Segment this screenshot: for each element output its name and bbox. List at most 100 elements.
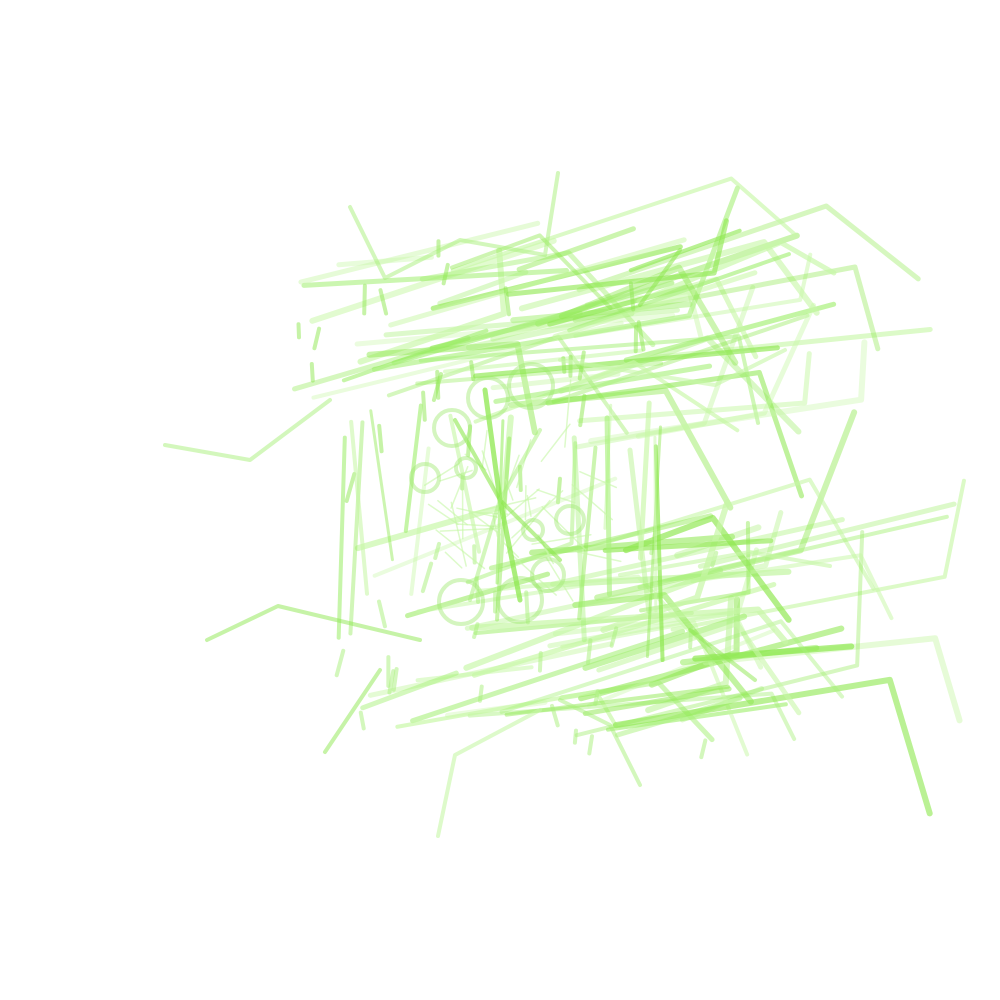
- outer-stroke: [618, 550, 832, 577]
- line-stroke: [309, 237, 557, 324]
- fine-stroke: [544, 555, 574, 602]
- line-stroke: [545, 370, 805, 499]
- line-stroke: [493, 363, 713, 404]
- line-stroke: [505, 218, 729, 297]
- line-stroke: [437, 269, 529, 306]
- ring-shape: [530, 557, 566, 593]
- line-stroke: [588, 339, 868, 445]
- line-stroke: [472, 345, 780, 379]
- tick-stroke: [585, 638, 593, 665]
- outer-stroke: [436, 708, 542, 838]
- line-stroke: [416, 583, 585, 614]
- fine-stroke: [427, 503, 459, 525]
- tick-stroke: [537, 651, 543, 673]
- line-stroke: [576, 203, 921, 293]
- line-stroke: [577, 351, 812, 424]
- connector-stroke: [637, 400, 652, 561]
- ring-shape: [454, 456, 478, 480]
- fine-stroke: [435, 529, 486, 570]
- ring-shape: [507, 362, 555, 410]
- fine-stroke: [450, 501, 467, 567]
- connector-stroke: [495, 436, 512, 622]
- line-stroke: [637, 514, 949, 590]
- fine-stroke: [503, 488, 540, 520]
- line-stroke: [587, 628, 776, 708]
- fine-stroke: [573, 550, 622, 563]
- line-stroke: [635, 302, 817, 439]
- fine-stroke: [423, 462, 461, 487]
- ring-shape: [554, 504, 586, 536]
- tick-stroke: [387, 669, 396, 695]
- outer-stroke: [205, 604, 422, 642]
- tick-stroke: [550, 703, 560, 728]
- line-stroke: [594, 409, 858, 601]
- line-stroke: [567, 252, 791, 333]
- connector-stroke: [409, 446, 431, 596]
- fine-stroke: [541, 506, 587, 551]
- line-stroke: [612, 676, 933, 817]
- line-stroke: [467, 691, 797, 741]
- line-stroke: [298, 220, 541, 285]
- tick-stroke: [517, 464, 523, 493]
- line-stroke: [575, 285, 756, 450]
- connector-stroke: [348, 420, 365, 636]
- connector-stroke: [336, 435, 347, 640]
- ring-shape: [466, 376, 510, 420]
- tick-stroke: [578, 393, 587, 428]
- fine-stroke: [450, 465, 469, 509]
- connector-stroke: [653, 444, 665, 663]
- ring-shape: [437, 578, 485, 626]
- tick-stroke: [593, 689, 600, 706]
- line-stroke: [464, 510, 784, 631]
- tick-stroke: [628, 281, 636, 312]
- tick-stroke: [572, 728, 578, 745]
- tick-stroke: [420, 561, 434, 594]
- fine-stroke: [444, 551, 463, 569]
- tick-stroke: [441, 262, 450, 286]
- line-stroke: [469, 606, 789, 645]
- line-stroke: [582, 613, 748, 671]
- outer-stroke: [323, 668, 382, 754]
- line-stroke: [292, 335, 471, 392]
- connector-stroke: [577, 445, 598, 621]
- outer-stroke: [558, 698, 642, 787]
- tick-stroke: [312, 326, 322, 351]
- line-stroke: [516, 226, 636, 272]
- connector-stroke: [369, 409, 394, 562]
- line-stroke: [508, 387, 734, 511]
- fine-stroke: [437, 499, 468, 526]
- outer-stroke: [688, 628, 757, 682]
- tick-stroke: [431, 371, 443, 403]
- connector-stroke: [645, 425, 662, 659]
- line-stroke: [471, 581, 777, 678]
- line-stroke: [636, 240, 837, 304]
- connector-stroke: [604, 415, 612, 597]
- line-stroke: [602, 538, 774, 553]
- tick-stroke: [699, 738, 708, 760]
- line-stroke: [488, 513, 714, 571]
- line-stroke: [560, 620, 750, 757]
- line-stroke: [576, 477, 876, 591]
- fine-stroke: [571, 484, 613, 521]
- line-stroke: [623, 301, 837, 363]
- line-stroke: [558, 264, 739, 366]
- line-stroke: [388, 237, 687, 328]
- ring-shape: [409, 462, 441, 494]
- line-stroke: [418, 334, 761, 425]
- connector-stroke: [571, 435, 587, 643]
- ring-shape: [496, 576, 544, 624]
- line-stroke: [410, 628, 686, 724]
- tick-stroke: [309, 362, 315, 383]
- tick-stroke: [362, 283, 367, 316]
- tick-stroke: [555, 476, 562, 505]
- fine-stroke: [511, 554, 557, 596]
- fine-stroke: [504, 478, 514, 501]
- fine-stroke: [439, 469, 473, 482]
- line-stroke: [371, 185, 740, 372]
- tick-stroke: [472, 622, 480, 639]
- fine-stroke: [511, 490, 564, 539]
- ring-shape: [432, 408, 472, 448]
- line-stroke: [473, 360, 740, 433]
